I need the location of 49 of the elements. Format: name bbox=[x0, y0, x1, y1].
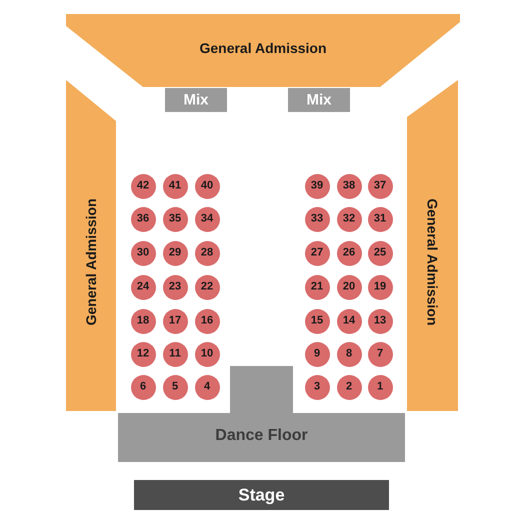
table-number: 30 bbox=[136, 248, 150, 258]
table-number: 36 bbox=[136, 214, 150, 224]
table-number: 9 bbox=[314, 348, 320, 360]
section-label: General Admission bbox=[199, 40, 327, 55]
section-label: Dance Floor bbox=[215, 428, 308, 444]
table-number: 3 bbox=[314, 382, 320, 392]
table-number: 28 bbox=[200, 248, 214, 258]
table-number: 16 bbox=[200, 316, 214, 326]
table-number: 13 bbox=[374, 316, 386, 326]
table-number: 34 bbox=[200, 214, 214, 224]
table-number: 37 bbox=[374, 180, 386, 192]
table-number: 6 bbox=[140, 382, 146, 392]
table-number: 27 bbox=[310, 248, 324, 258]
table-number: 18 bbox=[136, 316, 150, 326]
table-number: 19 bbox=[374, 282, 386, 292]
table-number: 33 bbox=[310, 214, 324, 224]
table-number: 21 bbox=[310, 282, 324, 292]
table-number: 40 bbox=[200, 180, 214, 192]
table-number: 15 bbox=[310, 316, 324, 326]
table-number: 42 bbox=[136, 180, 150, 192]
section-label: General Admission bbox=[84, 198, 98, 326]
table-number: 38 bbox=[342, 180, 356, 192]
table-number: 14 bbox=[342, 316, 356, 326]
table-number: 11 bbox=[169, 348, 181, 360]
table-number: 41 bbox=[168, 180, 182, 192]
table-number: 31 bbox=[374, 214, 386, 224]
section-label: General Admission bbox=[426, 198, 440, 326]
table-number: 25 bbox=[374, 248, 386, 258]
table-number: 1 bbox=[376, 382, 384, 392]
section-label: Mix bbox=[306, 92, 332, 108]
table-number: 2 bbox=[346, 382, 352, 392]
table-number: 24 bbox=[136, 282, 150, 292]
table-number: 20 bbox=[342, 282, 356, 292]
table-number: 22 bbox=[200, 282, 214, 292]
table-number: 32 bbox=[342, 214, 356, 224]
table-number: 8 bbox=[346, 348, 352, 360]
table-number: 7 bbox=[376, 348, 384, 360]
table-number: 5 bbox=[172, 382, 178, 392]
table-number: 12 bbox=[136, 348, 150, 360]
section-label: Stage bbox=[238, 486, 285, 504]
table-number: 23 bbox=[168, 282, 182, 292]
section-label: Mix bbox=[184, 92, 208, 108]
table-number: 4 bbox=[204, 382, 210, 392]
table-number: 39 bbox=[310, 180, 324, 192]
table-number: 10 bbox=[200, 348, 214, 360]
table-number: 17 bbox=[168, 316, 182, 326]
table-number: 26 bbox=[342, 248, 356, 258]
table-number: 35 bbox=[168, 214, 182, 224]
table-number: 29 bbox=[168, 248, 182, 258]
